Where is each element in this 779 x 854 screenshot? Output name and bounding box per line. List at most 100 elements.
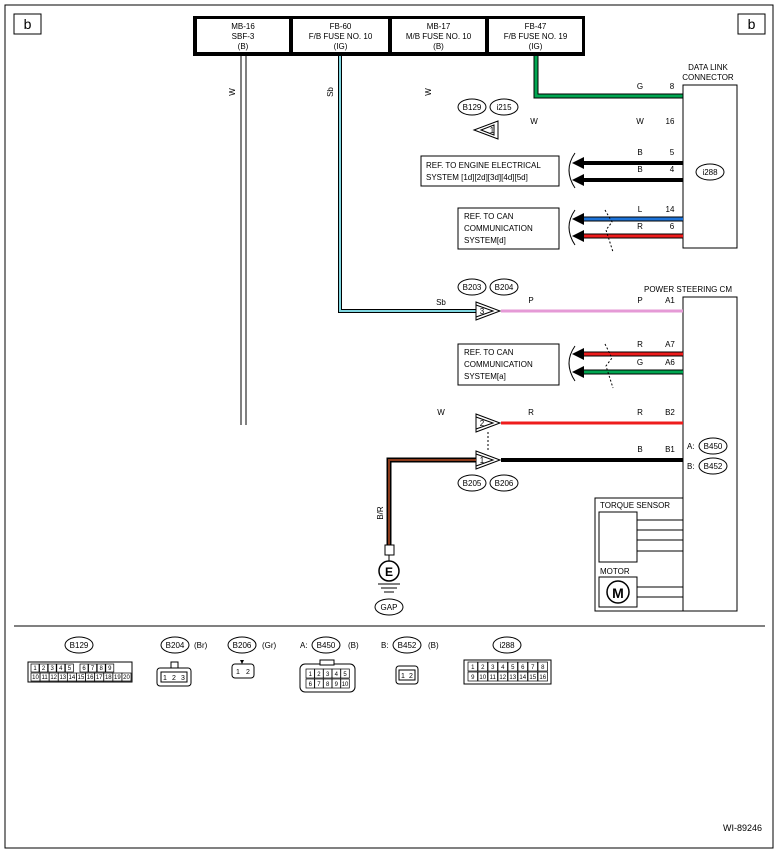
svg-text:5: 5	[68, 666, 72, 672]
fuse-box-2: FB-60 F/B FUSE NO. 10 (IG)	[293, 19, 388, 52]
svg-text:(B): (B)	[433, 42, 444, 51]
pscm-title: POWER STEERING CM	[644, 285, 732, 294]
svg-text:2: 2	[409, 673, 413, 680]
svg-text:i288: i288	[499, 641, 515, 650]
svg-text:L: L	[638, 205, 643, 214]
svg-text:1: 1	[163, 675, 167, 682]
legend-b204: B204 (Br) 1 2 3	[156, 636, 208, 687]
svg-text:4: 4	[335, 672, 339, 678]
svg-text:2: 2	[42, 666, 46, 672]
svg-text:5: 5	[343, 672, 347, 678]
svg-text:8: 8	[541, 665, 545, 671]
svg-text:13: 13	[509, 675, 516, 681]
svg-text:10: 10	[479, 675, 486, 681]
page-tag-left-box	[13, 13, 42, 35]
svg-text:(Gr): (Gr)	[262, 641, 277, 650]
svg-text:F/B FUSE NO. 10: F/B FUSE NO. 10	[309, 32, 373, 41]
svg-text:10: 10	[32, 675, 39, 681]
badge-b204	[489, 278, 519, 296]
svg-text:B206: B206	[495, 479, 514, 488]
svg-text:A:: A:	[300, 641, 308, 650]
fuse-box-4: FB-47 F/B FUSE NO. 19 (IG)	[489, 19, 582, 52]
wire-g-outline	[533, 56, 683, 99]
svg-text:1: 1	[480, 456, 485, 465]
pscm-badge-a	[698, 437, 728, 455]
svg-text:B203: B203	[463, 283, 482, 292]
svg-text:B204: B204	[495, 283, 514, 292]
page-border	[4, 4, 774, 849]
wire-sb	[339, 56, 476, 312]
svg-text:W: W	[437, 408, 445, 417]
svg-text:3: 3	[181, 675, 185, 682]
page-tag-right: b	[748, 16, 756, 32]
svg-text:E: E	[385, 565, 393, 579]
pscm-pin-b1: B1	[665, 445, 675, 454]
dlc-pin-4: 4	[670, 165, 675, 174]
dlc-pin-6: 6	[670, 222, 675, 231]
pscm-pin-a7: A7	[665, 340, 675, 349]
page-tag-right-box	[737, 13, 766, 35]
svg-text:MB-16: MB-16	[231, 22, 255, 31]
wire-label-sb2: Sb	[436, 298, 446, 307]
svg-text:B: B	[637, 148, 642, 157]
svg-text:6: 6	[521, 665, 525, 671]
svg-text:R: R	[637, 222, 643, 231]
pscm-pin-b2: B2	[665, 408, 675, 417]
svg-text:B:: B:	[381, 641, 389, 650]
wire-label-w2: W	[424, 88, 433, 96]
svg-text:9: 9	[108, 666, 112, 672]
svg-text:9: 9	[471, 675, 475, 681]
wire-label-sb1: Sb	[326, 87, 335, 97]
wire-label-w4: W	[636, 117, 644, 126]
svg-text:13: 13	[59, 675, 66, 681]
svg-text:R: R	[637, 340, 643, 349]
dlc-pin-5: 5	[670, 148, 675, 157]
svg-text:B129: B129	[70, 641, 89, 650]
dlc-connector-badge	[695, 163, 725, 181]
ref-can-d-1: REF. TO CAN	[464, 212, 514, 221]
svg-text:11: 11	[490, 675, 497, 681]
badge-b203	[457, 278, 487, 296]
svg-text:19: 19	[114, 675, 121, 681]
svg-text:M: M	[612, 585, 624, 601]
svg-text:2: 2	[480, 419, 485, 428]
svg-text:GAP: GAP	[381, 603, 398, 612]
wire-br-outline	[386, 457, 476, 545]
dlc-title-1: DATA LINK	[688, 63, 728, 72]
svg-text:1: 1	[490, 126, 495, 135]
svg-text:7: 7	[531, 665, 535, 671]
svg-text:18: 18	[105, 675, 112, 681]
ref-engine-1: REF. TO ENGINE ELECTRICAL	[426, 161, 541, 170]
dlc-pin-8: 8	[670, 82, 675, 91]
svg-text:(B): (B)	[238, 42, 249, 51]
pscm-pin-a1: A1	[665, 296, 675, 305]
svg-text:(IG): (IG)	[529, 42, 543, 51]
svg-text:M/B FUSE NO. 10: M/B FUSE NO. 10	[406, 32, 472, 41]
svg-text:6: 6	[309, 682, 313, 688]
svg-text:17: 17	[96, 675, 103, 681]
svg-text:16: 16	[87, 675, 94, 681]
svg-text:B450: B450	[704, 442, 723, 451]
dlc-pin-16: 16	[666, 117, 675, 126]
svg-text:B452: B452	[704, 462, 723, 471]
ref-can-a-box	[457, 343, 560, 386]
ref-engine-2: SYSTEM [1d][2d][3d][4d][5d]	[426, 173, 528, 182]
badge-b129	[457, 98, 487, 116]
svg-text:R: R	[528, 408, 534, 417]
torque-sensor-label: TORQUE SENSOR	[600, 501, 670, 510]
svg-text:6: 6	[82, 666, 86, 672]
svg-text:P: P	[528, 296, 533, 305]
wire-label-g1: G	[637, 82, 643, 91]
motor-label: MOTOR	[600, 567, 630, 576]
ref-can-a-1: REF. TO CAN	[464, 348, 514, 357]
badge-b206	[489, 474, 519, 492]
ref-can-d-box	[457, 207, 560, 250]
wire-label-w1: W	[228, 88, 237, 96]
svg-text:FB-60: FB-60	[330, 22, 352, 31]
ref-can-a-2: COMMUNICATION	[464, 360, 533, 369]
badge-i215	[489, 98, 519, 116]
